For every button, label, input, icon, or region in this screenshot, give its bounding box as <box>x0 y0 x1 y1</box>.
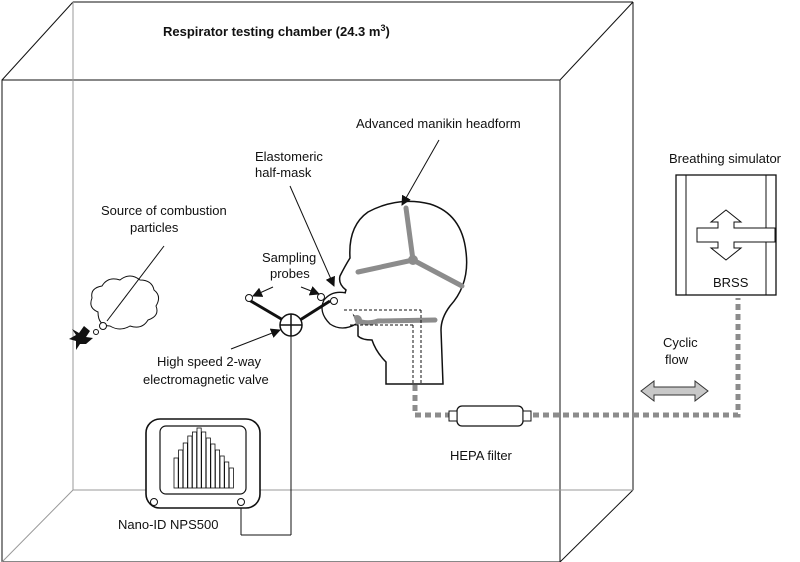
source-label-2: particles <box>130 220 179 235</box>
hepa-filter-label: HEPA filter <box>450 448 513 463</box>
source-pointer <box>106 245 165 322</box>
probe-lines <box>240 298 331 536</box>
cyclic-flow-label-2: flow <box>665 352 689 367</box>
histogram-bar <box>210 443 216 489</box>
tubing <box>412 298 741 418</box>
chamber-edge-tr <box>559 1 634 81</box>
mask-pointer <box>289 185 335 287</box>
mask-label-1: Elastomeric <box>255 149 323 164</box>
source-label-1: Source of combustion <box>101 203 227 218</box>
histogram-bar <box>187 435 193 489</box>
probe-pointer-right <box>300 286 320 296</box>
size-distribution-histogram <box>173 427 234 489</box>
mask-port <box>330 297 338 305</box>
histogram-bar <box>224 461 230 489</box>
valve-icon <box>279 313 303 337</box>
probes-label-2: probes <box>270 266 310 281</box>
histogram-bar <box>182 442 188 489</box>
internal-air-tube <box>344 309 422 385</box>
valve-label-2: electromagnetic valve <box>143 372 269 387</box>
histogram-bar <box>214 449 220 489</box>
hepa-filter-icon <box>448 405 532 427</box>
smoke-cloud-icon <box>90 275 160 335</box>
histogram-bar <box>219 455 225 489</box>
breathing-simulator <box>675 174 777 296</box>
sampling-probe-right <box>317 293 325 301</box>
sampling-probe-left <box>245 294 253 302</box>
chamber-front-face <box>1 79 561 562</box>
histogram-bar <box>173 457 179 489</box>
chamber-edge-br <box>559 489 634 562</box>
histogram-bar <box>201 431 207 489</box>
manikin-headform <box>338 200 468 385</box>
chamber-edge-bl <box>1 489 74 562</box>
cyclic-flow-label-1: Cyclic <box>663 335 698 350</box>
breathing-simulator-label: Breathing simulator <box>669 151 782 166</box>
double-arrow-icon <box>696 209 776 261</box>
histogram-bar <box>178 449 184 489</box>
chamber-edge-tl <box>1 1 74 81</box>
spark-icon <box>69 326 93 350</box>
valve-label-1: High speed 2-way <box>157 354 262 369</box>
nano-id-monitor <box>145 418 261 509</box>
probe-pointer-left <box>252 286 274 297</box>
testing-chamber <box>1 1 634 562</box>
headform-pointer <box>401 139 440 206</box>
mask-label-2: half-mask <box>255 165 312 180</box>
histogram-bar <box>191 431 197 489</box>
headform-label: Advanced manikin headform <box>356 116 521 131</box>
brss-label: BRSS <box>713 275 749 290</box>
histogram-bar <box>196 427 202 489</box>
probes-label-1: Sampling <box>262 250 316 265</box>
chamber-title: Respirator testing chamber (24.3 m3) <box>163 23 390 39</box>
nano-id-label: Nano-ID NPS500 <box>118 517 218 532</box>
valve-pointer <box>230 328 281 350</box>
cyclic-flow-arrow-icon <box>640 379 709 403</box>
histogram-bar <box>228 467 234 489</box>
histogram-bar <box>205 437 211 489</box>
